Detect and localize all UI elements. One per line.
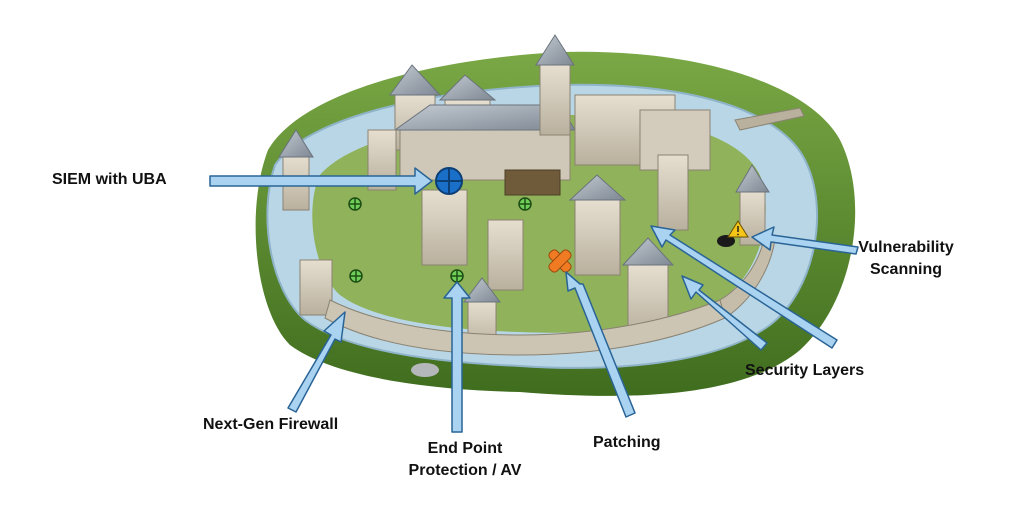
keep-buildings <box>389 34 711 196</box>
crosshair-icon <box>435 167 463 195</box>
green-crosshair-icon <box>349 269 363 283</box>
endpoint-protection-label: End Point Protection / AV <box>385 438 545 482</box>
vulnerability-arrow <box>751 226 859 255</box>
vulnerability-label-line1: Vulnerability <box>858 239 954 256</box>
bandage-icon <box>548 249 572 273</box>
siem-label: SIEM with UBA <box>52 171 167 188</box>
patching-arrow <box>565 271 636 418</box>
green-crosshair-icon <box>348 197 362 211</box>
endpoint-label-line2: Protection / AV <box>408 462 522 479</box>
firewall-label: Next-Gen Firewall <box>203 416 339 433</box>
warning-triangle-icon <box>717 220 749 247</box>
green-crosshair-icon <box>518 197 532 211</box>
security-layers-label: Security Layers <box>745 362 865 379</box>
siem-arrow <box>209 167 433 195</box>
endpoint-arrow <box>443 281 471 433</box>
firewall-arrow <box>287 311 346 413</box>
security-layers-arrow-1 <box>681 275 768 351</box>
patching-label: Patching <box>593 434 661 451</box>
vulnerability-scanning-label: Vulnerability Scanning <box>846 237 966 281</box>
endpoint-label-line1: End Point <box>427 440 503 457</box>
green-crosshair-icon <box>450 269 464 283</box>
vulnerability-label-line2: Scanning <box>869 261 942 278</box>
security-layers-arrow-2 <box>650 225 838 349</box>
